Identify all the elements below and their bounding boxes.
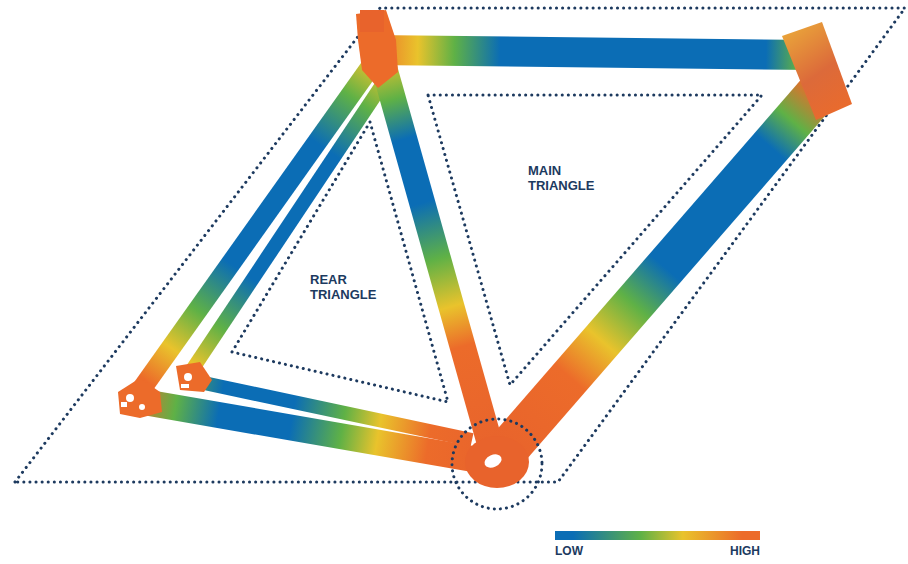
seat-stay	[188, 82, 384, 376]
seat-cluster	[356, 10, 398, 88]
triangle-outline	[428, 95, 762, 385]
chain-stay	[132, 400, 490, 462]
down-tube	[500, 92, 818, 458]
seat-stay	[138, 62, 374, 394]
legend: LOW HIGH	[555, 531, 760, 561]
legend-label: LOW	[555, 544, 583, 558]
seat-clamp	[360, 10, 384, 32]
dropout	[118, 378, 162, 418]
bottom-bracket	[465, 436, 529, 488]
triangle-region: REAR TRIANGLE	[232, 122, 448, 402]
region-label: MAIN TRIANGLE	[528, 163, 610, 193]
gradient-bar	[573, 531, 742, 540]
region-label: REAR TRIANGLE	[310, 272, 392, 302]
legend-label: HIGH	[730, 544, 760, 558]
frame-outline	[15, 8, 905, 482]
dropout	[176, 362, 212, 392]
bottom-bracket-highlight	[452, 419, 542, 509]
legend-swatch	[555, 531, 573, 540]
head-tube	[782, 22, 852, 120]
triangle-region: MAIN TRIANGLE	[428, 95, 762, 385]
legend-swatch	[742, 531, 760, 540]
seat-tube	[382, 60, 494, 458]
top-tube	[372, 50, 815, 55]
triangle-outline	[232, 122, 448, 402]
